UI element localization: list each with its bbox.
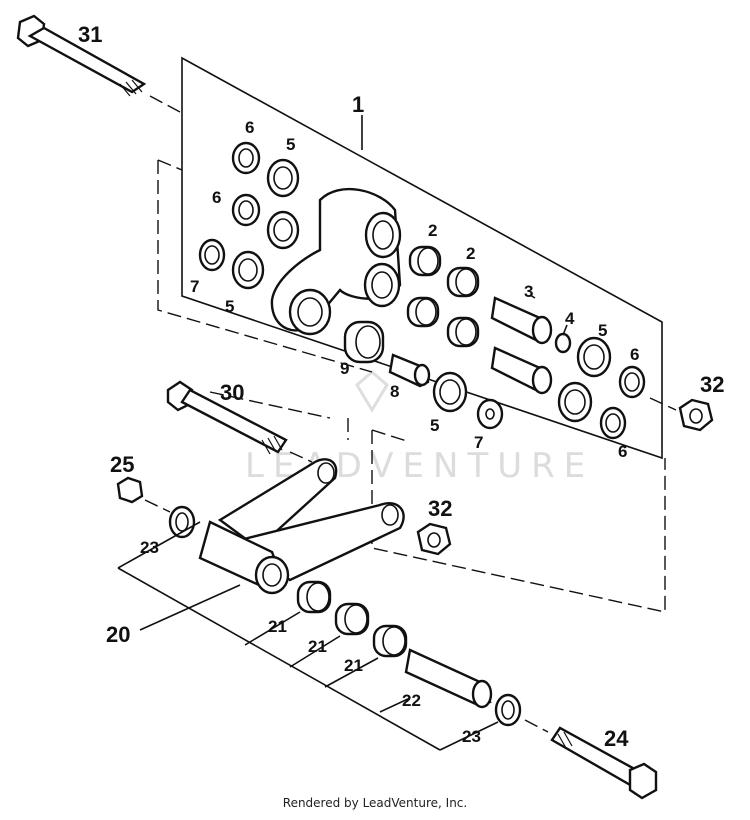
assembly-dashed-frame-left xyxy=(209,391,349,440)
callout-21: 21 xyxy=(344,656,363,675)
callout-21: 21 xyxy=(308,637,327,656)
callout-4: 4 xyxy=(565,309,575,328)
callout-5: 5 xyxy=(286,135,295,154)
leader-lines xyxy=(361,115,568,336)
kit-panel-outline xyxy=(181,56,663,460)
callout-20: 20 xyxy=(106,622,130,647)
callout-21: 21 xyxy=(268,617,287,636)
swingarm-20 xyxy=(198,458,405,595)
callout-30: 30 xyxy=(220,380,244,405)
pivot-linkage xyxy=(270,187,402,336)
callout-6: 6 xyxy=(245,118,254,137)
ring-parts xyxy=(198,141,646,440)
sleeves xyxy=(388,296,553,395)
footer-credit: Rendered by LeadVenture, Inc. xyxy=(282,796,468,810)
callout-2: 2 xyxy=(428,221,437,240)
callout-brackets xyxy=(117,521,499,751)
nut-25 xyxy=(116,476,196,539)
lower-bearings xyxy=(296,580,549,733)
callout-24: 24 xyxy=(604,726,629,751)
callout-6: 6 xyxy=(630,345,639,364)
bolt-24 xyxy=(550,726,658,800)
callout-5: 5 xyxy=(598,321,607,340)
callout-22: 22 xyxy=(402,691,421,710)
callout-5: 5 xyxy=(225,297,234,316)
callout-1: 1 xyxy=(352,92,364,117)
needle-bearings xyxy=(343,245,480,364)
assembly-dashed-frame-upper xyxy=(157,159,373,373)
callout-31: 31 xyxy=(78,22,102,47)
callout-3: 3 xyxy=(524,282,533,301)
nut-32-right xyxy=(649,397,714,432)
callout-6: 6 xyxy=(618,442,627,461)
assembly-dashed-frame-right xyxy=(371,429,666,613)
callout-labels: 31 1 6 5 6 7 5 2 2 3 4 5 6 9 8 5 7 6 32 … xyxy=(78,22,724,751)
bolt-30 xyxy=(166,380,313,463)
bolt-31 xyxy=(16,14,181,113)
callout-7: 7 xyxy=(474,433,483,452)
callout-6: 6 xyxy=(212,188,221,207)
callout-9: 9 xyxy=(340,359,349,378)
nut-32-left xyxy=(416,522,452,556)
callout-5: 5 xyxy=(430,416,439,435)
callout-7: 7 xyxy=(190,277,199,296)
callout-32: 32 xyxy=(428,496,452,521)
callout-23: 23 xyxy=(462,727,481,746)
callout-23: 23 xyxy=(140,538,159,557)
callout-8: 8 xyxy=(390,382,399,401)
callout-2: 2 xyxy=(466,244,475,263)
callout-32: 32 xyxy=(700,372,724,397)
callout-25: 25 xyxy=(110,452,134,477)
